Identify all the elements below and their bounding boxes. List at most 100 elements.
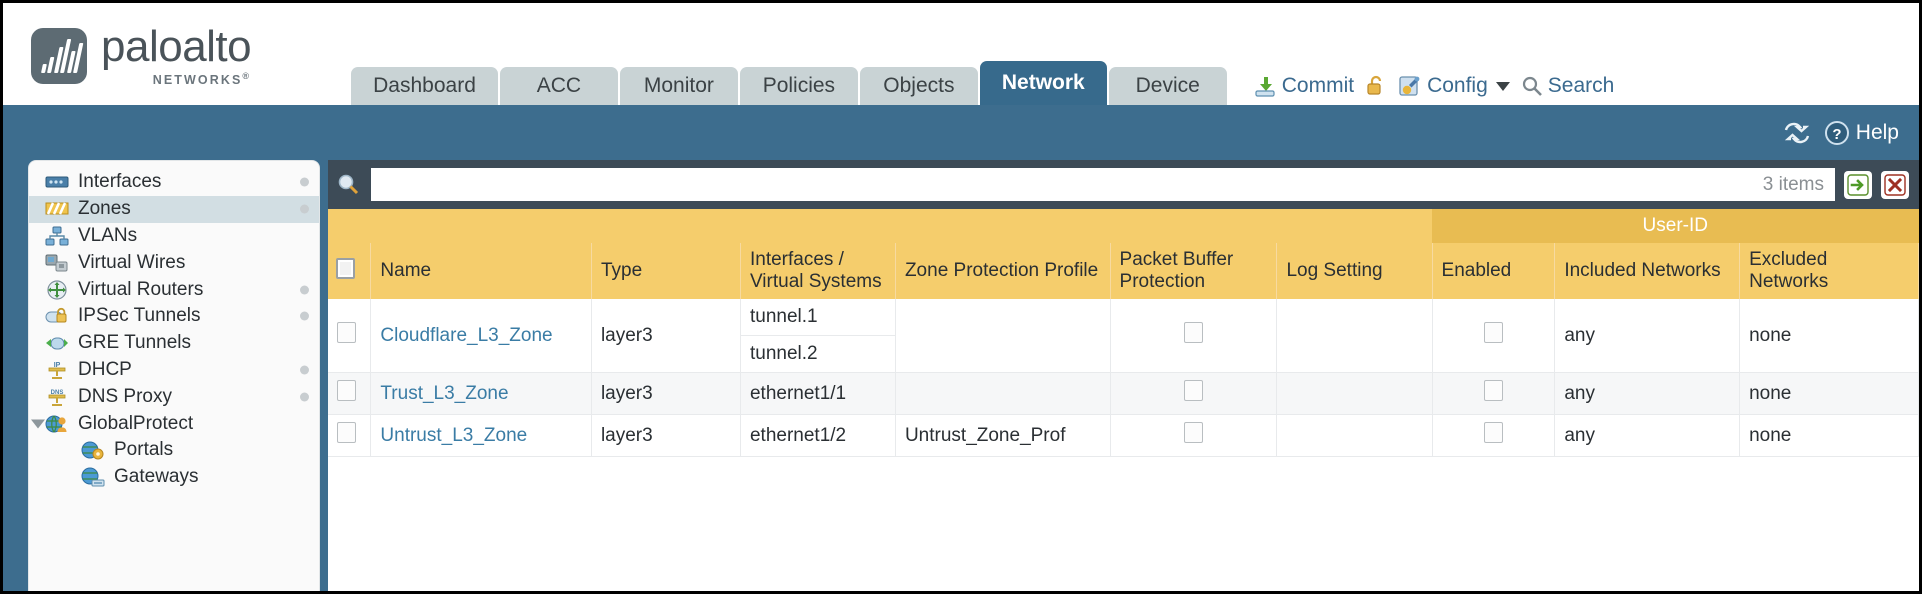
row-checkbox[interactable] xyxy=(337,422,356,443)
tab-label: Dashboard xyxy=(373,74,476,97)
unlock-button[interactable] xyxy=(1365,74,1387,98)
tab-monitor[interactable]: Monitor xyxy=(619,67,738,105)
zones-icon xyxy=(45,199,69,219)
tab-device[interactable]: Device xyxy=(1108,67,1227,105)
row-checkbox[interactable] xyxy=(337,380,356,401)
tab-policies[interactable]: Policies xyxy=(739,67,858,105)
gateways-icon xyxy=(81,467,105,487)
sub-toolbar: ? Help xyxy=(3,105,1919,160)
sidebar-item-label: Virtual Wires xyxy=(78,251,186,273)
zone-link[interactable]: Trust_L3_Zone xyxy=(380,382,509,404)
cell-type: layer3 xyxy=(591,414,741,457)
column-header-name[interactable]: Name xyxy=(370,243,592,299)
packet-buffer-protection-checkbox[interactable] xyxy=(1184,322,1203,343)
cell-log-setting xyxy=(1276,299,1433,373)
column-header-zone-protection-profile[interactable]: Zone Protection Profile xyxy=(895,243,1111,299)
interfaces-icon xyxy=(45,172,69,192)
tab-objects[interactable]: Objects xyxy=(859,67,978,105)
interface-entry: ethernet1/1 xyxy=(749,382,847,404)
tab-dashboard[interactable]: Dashboard xyxy=(351,67,498,105)
cell-packet-buffer-protection xyxy=(1110,372,1278,415)
refresh-icon[interactable] xyxy=(1784,120,1810,146)
column-header-enabled[interactable]: Enabled xyxy=(1432,243,1556,299)
column-header-log-setting[interactable]: Log Setting xyxy=(1276,243,1433,299)
zone-link[interactable]: Untrust_L3_Zone xyxy=(380,424,528,446)
packet-buffer-protection-checkbox[interactable] xyxy=(1184,422,1203,443)
sidebar-item-portals[interactable]: Portals xyxy=(29,437,319,464)
dhcp-icon: IP xyxy=(45,360,69,380)
svg-text:DNS: DNS xyxy=(51,390,64,396)
column-header-interfaces-virtual-systems[interactable]: Interfaces / Virtual Systems xyxy=(740,243,896,299)
sidebar-item-zones[interactable]: Zones xyxy=(29,195,319,223)
interface-entry: tunnel.2 xyxy=(749,343,818,364)
row-checkbox[interactable] xyxy=(337,322,356,343)
cell-packet-buffer-protection xyxy=(1110,414,1278,457)
sidebar-item-globalprotect[interactable]: GlobalProtect xyxy=(29,410,319,437)
tab-label: Policies xyxy=(762,74,836,97)
sidebar-item-gateways[interactable]: Gateways xyxy=(29,464,319,491)
apply-filter-button[interactable] xyxy=(1844,170,1872,199)
expander-caret-icon[interactable] xyxy=(31,419,45,429)
zone-link[interactable]: Cloudflare_L3_Zone xyxy=(380,324,553,346)
chevron-down-icon xyxy=(1495,81,1510,91)
sidebar-item-label: Gateways xyxy=(114,466,199,488)
dns-proxy-icon: DNS xyxy=(45,387,69,407)
cell-zone-protection-profile xyxy=(895,372,1111,415)
sidebar-item-ipsec-tunnels[interactable]: IPSec Tunnels xyxy=(29,303,319,330)
cell-type: layer3 xyxy=(591,299,741,373)
sidebar-item-label: DHCP xyxy=(78,358,132,380)
sidebar-item-interfaces[interactable]: Interfaces xyxy=(29,169,319,196)
sidebar-item-dhcp[interactable]: IP DHCP xyxy=(29,357,319,384)
sidebar-item-virtual-wires[interactable]: Virtual Wires xyxy=(29,249,319,276)
brand-name: paloalto xyxy=(101,22,252,72)
help-label: Help xyxy=(1855,120,1899,144)
userid-enabled-checkbox[interactable] xyxy=(1483,380,1503,401)
cell-interfaces: ethernet1/1 xyxy=(740,372,896,415)
config-icon xyxy=(1398,74,1422,98)
virtual-wires-icon xyxy=(45,253,69,273)
gre-tunnels-icon xyxy=(45,333,69,353)
column-header-excluded-networks[interactable]: Excluded Networks xyxy=(1739,243,1919,299)
cell-userid-enabled xyxy=(1432,414,1556,457)
tab-label: Device xyxy=(1135,74,1200,97)
tab-acc[interactable]: ACC xyxy=(499,67,618,105)
sidebar-status-dot xyxy=(300,285,309,295)
userid-enabled-checkbox[interactable] xyxy=(1483,322,1503,343)
commit-button[interactable]: Commit xyxy=(1253,74,1354,98)
packet-buffer-protection-checkbox[interactable] xyxy=(1184,380,1203,401)
sidebar-item-label: GlobalProtect xyxy=(78,412,194,434)
search-icon xyxy=(1521,75,1543,97)
sidebar-item-vlans[interactable]: VLANs xyxy=(29,223,319,250)
sidebar-status-dot xyxy=(300,365,309,375)
column-header-packet-buffer-protection[interactable]: Packet Buffer Protection xyxy=(1110,243,1278,299)
tab-network[interactable]: Network xyxy=(979,61,1107,105)
select-all-header xyxy=(328,243,372,299)
filter-search-icon[interactable] xyxy=(336,172,362,198)
cell-name: Trust_L3_Zone xyxy=(370,372,592,415)
sidebar-item-virtual-routers[interactable]: Virtual Routers xyxy=(29,276,319,303)
cell-log-setting xyxy=(1276,372,1433,415)
userid-enabled-checkbox[interactable] xyxy=(1483,422,1503,443)
sidebar-status-dot xyxy=(300,392,309,402)
column-header-type[interactable]: Type xyxy=(591,243,741,299)
cell-name: Cloudflare_L3_Zone xyxy=(370,299,592,373)
sidebar-item-gre-tunnels[interactable]: GRE Tunnels xyxy=(29,330,319,357)
search-input[interactable]: 3 items xyxy=(371,168,1835,201)
sidebar-item-label: Virtual Routers xyxy=(78,278,204,300)
clear-filter-button[interactable] xyxy=(1881,170,1909,199)
config-menu[interactable]: Config xyxy=(1398,74,1510,98)
select-all-checkbox[interactable] xyxy=(336,257,355,279)
portals-icon xyxy=(81,440,105,460)
help-button[interactable]: ? Help xyxy=(1824,120,1899,146)
group-header-user-id: User-ID xyxy=(1432,209,1919,243)
search-button[interactable]: Search xyxy=(1521,74,1614,98)
cell-userid-enabled xyxy=(1432,372,1556,415)
column-header-included-networks[interactable]: Included Networks xyxy=(1554,243,1741,299)
